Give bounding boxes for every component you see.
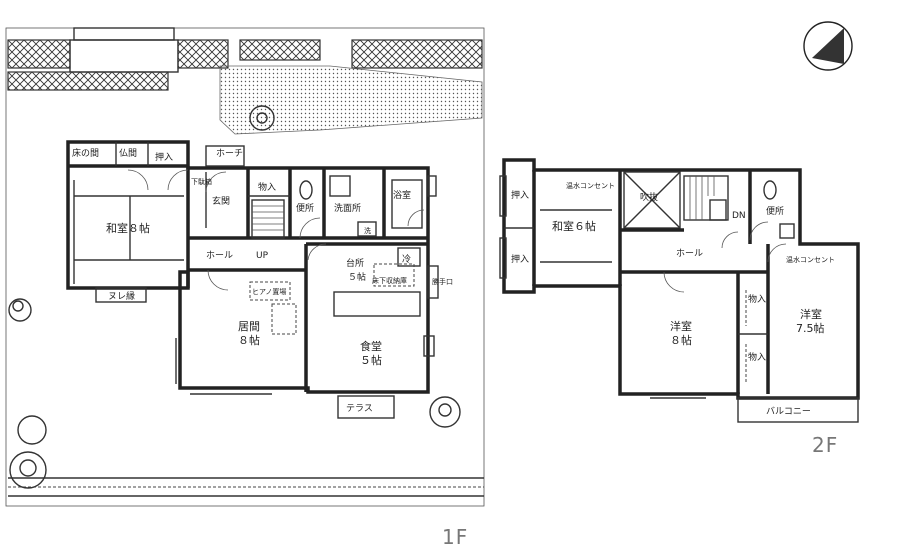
- underfloor-storage: 床下収納庫: [372, 276, 407, 285]
- room-kitchen: 台所: [346, 257, 364, 269]
- stairs-up: UP: [256, 251, 269, 261]
- gate: [73, 27, 175, 41]
- room-genkan: 玄関: [212, 195, 230, 207]
- room-oshiire: 押入: [155, 151, 173, 163]
- fence-hatch: [351, 39, 483, 69]
- room-storage-b: 物入: [748, 351, 766, 363]
- fence-hatch: [239, 39, 321, 61]
- room-storage: 物入: [258, 181, 276, 193]
- fridge-mark: 冷: [402, 253, 411, 265]
- room-nure-en: ヌレ縁: [108, 290, 135, 302]
- fence-hatch: [177, 39, 229, 69]
- room-bath: 浴室: [393, 189, 411, 201]
- room-washitsu-2f: 和室６帖: [552, 219, 596, 233]
- back-door: 勝手口: [432, 277, 453, 286]
- room-storage-a: 物入: [748, 293, 766, 305]
- room-terrace: テラス: [346, 403, 373, 414]
- labels-2f: 押入 押入 温水コンセント 和室６帖 吹抜 DN 便所 ホール 温水コンセント …: [511, 181, 835, 417]
- room-yoshitsu-b-size: 7.5帖: [796, 322, 825, 335]
- piano-space: ヒアノ置場: [252, 287, 286, 296]
- room-dining-size: ５帖: [360, 354, 382, 367]
- room-toilet: 便所: [296, 202, 314, 214]
- room-toilet-2f: 便所: [766, 205, 784, 217]
- building-2f: [499, 158, 860, 423]
- room-yoshitsu-a: 洋室: [670, 319, 692, 333]
- room-yoshitsu-a-size: ８帖: [670, 334, 692, 347]
- room-kitchen-size: ５帖: [348, 271, 366, 283]
- room-oshiire-bottom: 押入: [511, 253, 529, 265]
- fence-hatch: [7, 71, 169, 91]
- tree-icon: [249, 105, 275, 131]
- outlet-right: 温水コンセント: [786, 255, 835, 264]
- room-balcony: バルコニー: [766, 406, 811, 417]
- room-fukinuke: 吹抜: [640, 191, 658, 203]
- outlet-left: 温水コンセント: [566, 181, 615, 190]
- room-butsuma: 仏間: [119, 148, 137, 159]
- parking-area: [69, 39, 179, 73]
- floor-label-2f: 2F: [812, 433, 838, 457]
- room-dining: 食堂: [360, 339, 382, 353]
- room-tokonoma: 床の間: [72, 147, 99, 159]
- room-yoshitsu-b: 洋室: [800, 307, 822, 321]
- paved-approach: [219, 65, 483, 135]
- room-porch: ホーチ: [216, 148, 243, 159]
- north-arrow-icon: [803, 21, 853, 71]
- outer-wall-2f: [502, 158, 860, 400]
- tree-icon: [9, 415, 47, 489]
- room-washroom: 洗面所: [334, 202, 361, 214]
- fence-hatch: [7, 39, 71, 69]
- floor-label-1f: 1F: [442, 525, 468, 549]
- room-oshiire-top: 押入: [511, 189, 529, 201]
- tree-icon: [8, 298, 32, 322]
- room-hall: ホール: [206, 250, 233, 261]
- site-boundary: [5, 27, 485, 507]
- building-1f: [66, 140, 439, 419]
- room-geta-bako: 下駄箱: [191, 177, 212, 186]
- labels-1f: 床の間 仏間 押入 和室８帖 ヌレ縁 ホーチ 下駄箱 玄関 物入 便所 洗面所 …: [72, 147, 453, 414]
- tree-icon: [429, 396, 461, 428]
- room-hall-2f: ホール: [676, 248, 703, 259]
- site-1f: [5, 27, 485, 507]
- room-living-size: ８帖: [238, 334, 260, 347]
- wash-basin-mark: 洗: [364, 226, 371, 235]
- room-washitsu: 和室８帖: [106, 221, 150, 235]
- stairs-dn: DN: [732, 211, 746, 221]
- room-living: 居間: [238, 320, 260, 333]
